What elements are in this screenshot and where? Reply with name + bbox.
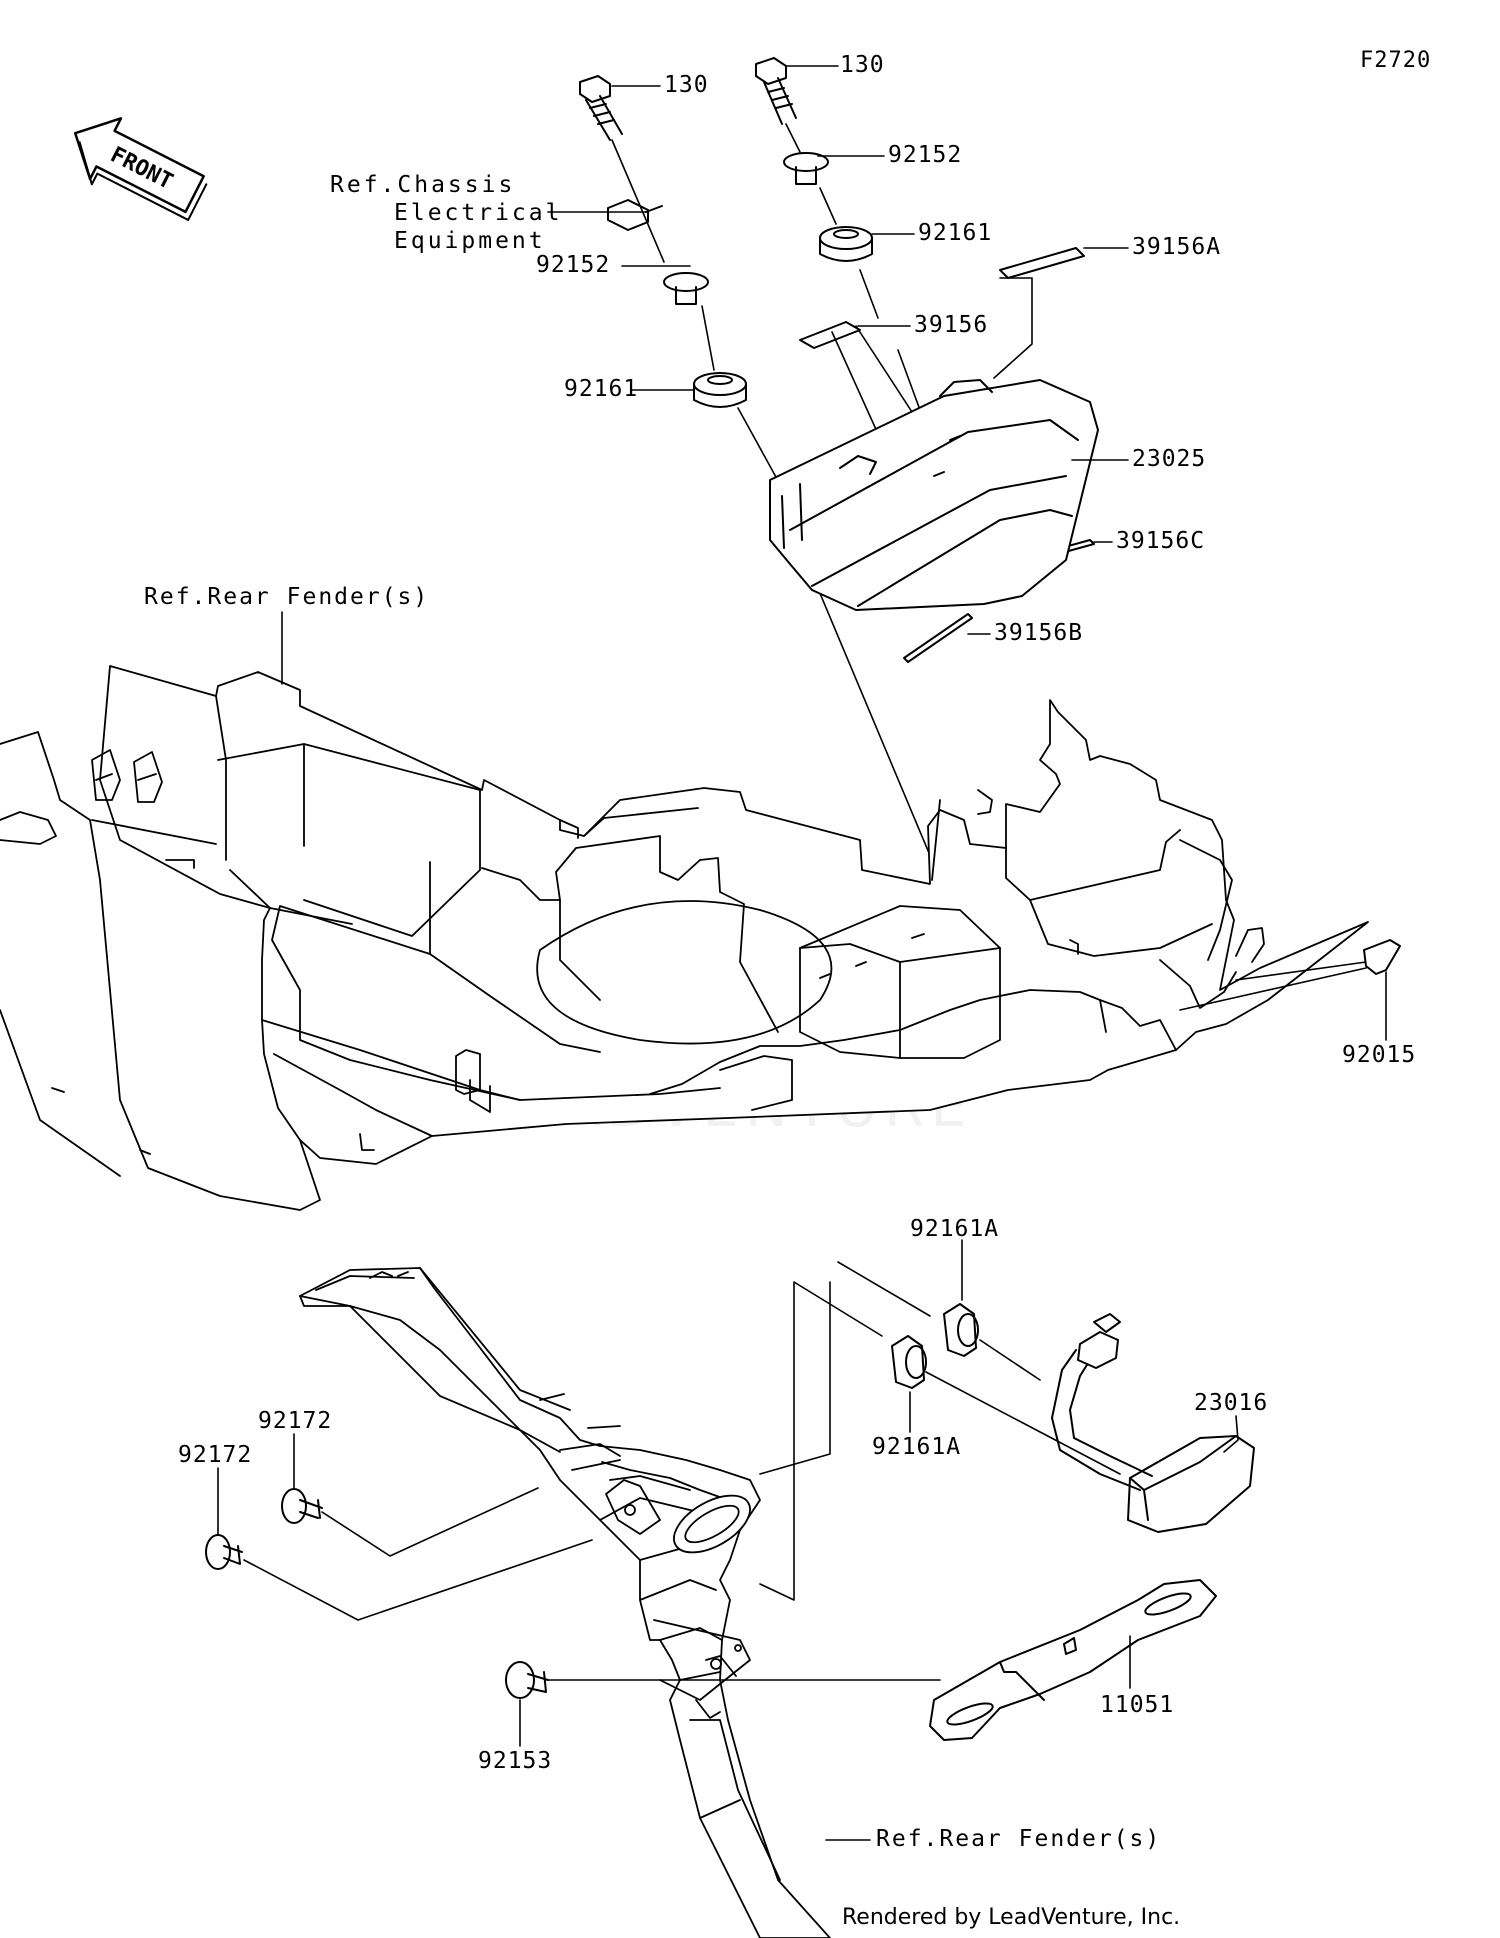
screw-92172-lower (205, 1534, 243, 1570)
label-39156-part (799, 321, 861, 349)
collar-left (663, 272, 709, 305)
ref-chassis-line2: Electrical (394, 200, 563, 226)
callout-grommet-left: 92161 (564, 376, 639, 402)
callout-screw-bracket: 92153 (478, 1748, 553, 1774)
license-plate-bracket (299, 1267, 831, 1938)
callout-clip: 92015 (1342, 1042, 1417, 1068)
ref-chassis-line3: Equipment (394, 228, 546, 254)
screw-92172-upper (281, 1488, 323, 1524)
ref-rear-fender-top: Ref.Rear Fender(s) (144, 584, 430, 610)
callout-label-39156: 39156 (914, 312, 989, 338)
callout-tail-light: 23025 (1132, 446, 1207, 472)
label-39156b-part (903, 613, 973, 663)
render-credit: Rendered by LeadVenture, Inc. (842, 1905, 1181, 1930)
callout-license-light: 23016 (1194, 1390, 1269, 1416)
callout-screw-upper: 92172 (258, 1408, 333, 1434)
grommet-right (819, 226, 873, 262)
bolt-right (755, 57, 797, 125)
callout-label-39156a: 39156A (1132, 234, 1222, 260)
clip-92015 (1363, 939, 1401, 975)
ref-rear-fender-bottom: Ref.Rear Fender(s) (876, 1826, 1162, 1852)
callout-label-39156c: 39156C (1116, 528, 1206, 554)
label-39156a-part (999, 247, 1085, 279)
nut-chassis (607, 199, 663, 231)
collar-right (783, 152, 829, 185)
bracket-11051 (929, 1579, 1217, 1741)
page-code: F2720 (1360, 48, 1432, 73)
callout-grommet-a-bottom: 92161A (872, 1434, 962, 1460)
leader-lines (217, 65, 1387, 1841)
callout-grommet-right: 92161 (918, 220, 993, 246)
license-light-23016 (1051, 1313, 1255, 1533)
callout-label-39156b: 39156B (994, 620, 1084, 646)
front-arrow-icon: FRONT (73, 117, 208, 221)
grommet-left (693, 372, 747, 408)
bolt-left (579, 75, 623, 141)
callout-collar-left: 92152 (536, 252, 611, 278)
tail-light-assembly (769, 379, 1099, 611)
screw-92153 (505, 1661, 549, 1699)
rear-fender-assembly (0, 665, 1369, 1211)
callout-bolt-left: 130 (664, 72, 709, 98)
callout-grommet-a-top: 92161A (910, 1216, 1000, 1242)
callout-bolt-right: 130 (840, 52, 885, 78)
ref-chassis-line1: Ref.Chassis (330, 172, 516, 198)
grommet-92161a-bottom (891, 1335, 927, 1389)
callout-collar-right: 92152 (888, 142, 963, 168)
callout-bracket: 11051 (1100, 1692, 1175, 1718)
callout-screw-lower: 92172 (178, 1442, 253, 1468)
grommet-92161a-top (943, 1303, 979, 1357)
